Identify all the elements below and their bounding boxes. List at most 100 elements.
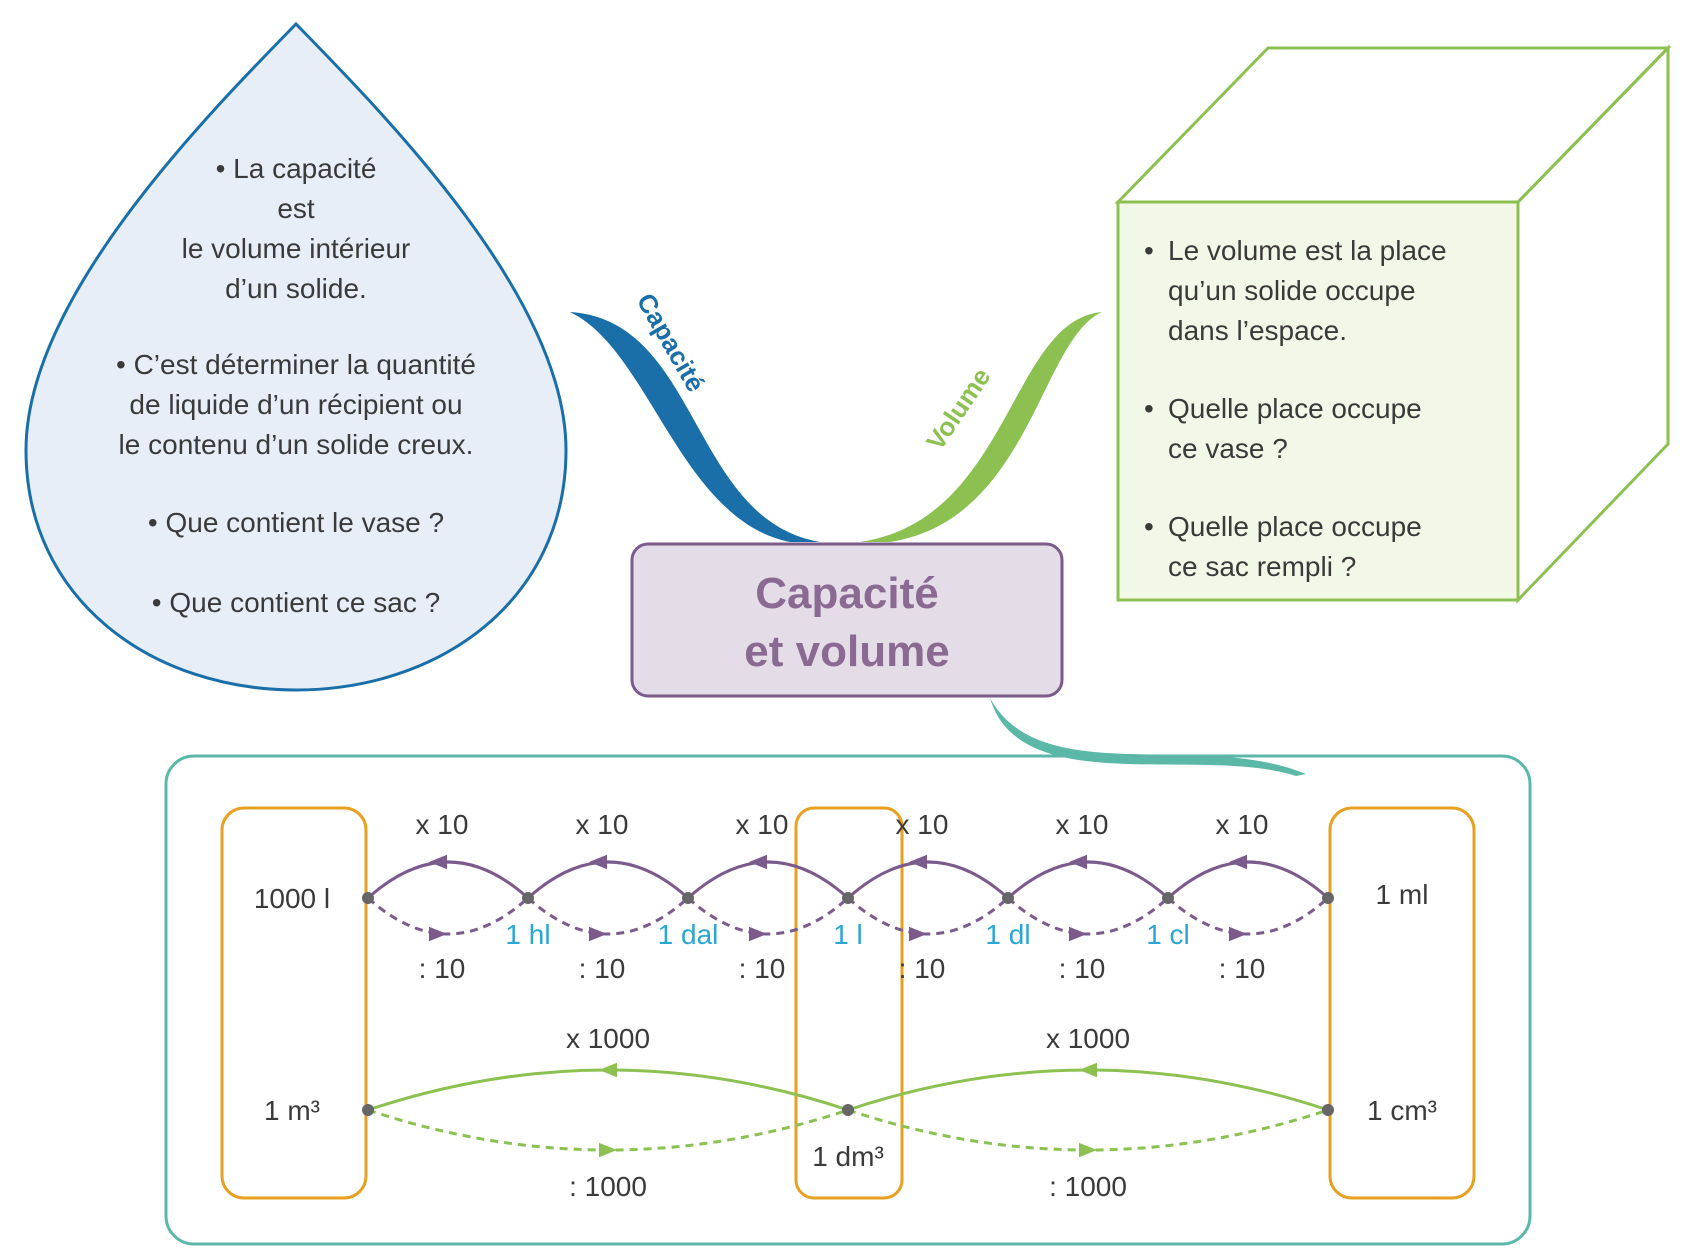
arrow-head [1079, 1142, 1097, 1158]
drop-text-line: • C’est déterminer la quantité [116, 349, 476, 380]
cube-text-line: dans l’espace. [1168, 315, 1347, 346]
node-dot [522, 892, 534, 904]
node-dot [1322, 892, 1334, 904]
unit-label: 1 cm³ [1367, 1095, 1437, 1126]
multiply-label: x 1000 [1046, 1023, 1130, 1054]
unit-label: 1 dm³ [812, 1141, 884, 1172]
divide-label: : 1000 [569, 1171, 647, 1202]
divide-arc [366, 896, 530, 936]
unit-label: 1 l [833, 919, 863, 950]
arrow-head [909, 926, 927, 942]
cube-bullet: • [1144, 393, 1154, 424]
drop-text-line: • Que contient ce sac ? [152, 587, 440, 618]
unit-label: 1 ml [1376, 879, 1429, 910]
divide-arc [847, 1108, 1329, 1152]
cube-text-line: Quelle place occupe [1168, 393, 1422, 424]
node-dot [1162, 892, 1174, 904]
teal-connector [990, 698, 1306, 776]
arrow-head [1229, 926, 1247, 942]
drop-text-line: le volume intérieur [182, 233, 411, 264]
arrow-head [589, 854, 607, 870]
divide-label: : 10 [419, 953, 466, 984]
divide-label: : 10 [579, 953, 626, 984]
multiply-arc [1166, 860, 1330, 900]
arrow-head [599, 1062, 617, 1078]
drop-text-line: • La capacité [216, 153, 377, 184]
divide-arc [367, 1108, 849, 1152]
cube-front-face [1116, 200, 1520, 602]
node-dot [682, 892, 694, 904]
arrow-head [429, 926, 447, 942]
unit-label: 1 cl [1146, 919, 1190, 950]
drop-text-line: d’un solide. [225, 273, 367, 304]
capacity-drop: • La capacité est le volume intérieur d’un … [24, 21, 568, 692]
cube-text-line: Quelle place occupe [1168, 511, 1422, 542]
orange-frame-left [220, 806, 368, 1200]
multiply-arc [847, 1068, 1329, 1112]
divide-arc [1166, 896, 1330, 936]
drop-shape [24, 21, 568, 692]
unit-label: 1 m³ [264, 1095, 320, 1126]
node-dot [362, 892, 374, 904]
orange-frame-right [1328, 806, 1476, 1200]
divide-label: : 10 [1059, 953, 1106, 984]
drop-text-line: le contenu d’un solide creux. [119, 429, 474, 460]
capacity-ribbon: Capacité [570, 288, 820, 542]
multiply-arc [367, 1068, 849, 1112]
center-title-box: Capacité et volume [630, 542, 1064, 698]
divide-label: : 10 [739, 953, 786, 984]
cube-text-line: qu’un solide occupe [1168, 275, 1416, 306]
divide-arc [686, 896, 850, 936]
cube-text-line: ce vase ? [1168, 433, 1288, 464]
orange-frame-middle [794, 806, 904, 1200]
title-line-1: Capacité [755, 569, 938, 618]
arrow-head [1229, 854, 1247, 870]
multiply-label: x 10 [576, 809, 629, 840]
multiply-arc [1006, 860, 1170, 900]
volume-cube: • Le volume est la place qu’un solide occu… [1114, 44, 1672, 604]
unit-label: 1 dl [985, 919, 1030, 950]
node-dot [362, 1104, 374, 1116]
multiply-arc [366, 860, 530, 900]
volume-ribbon: Volume [860, 312, 1102, 542]
multiply-label: x 10 [896, 809, 949, 840]
node-dot [842, 892, 854, 904]
divide-label: : 10 [899, 953, 946, 984]
multiply-label: x 1000 [566, 1023, 650, 1054]
arrow-head [749, 926, 767, 942]
arrow-head [589, 926, 607, 942]
cube-text-line: ce sac rempli ? [1168, 551, 1356, 582]
multiply-label: x 10 [736, 809, 789, 840]
unit-label: 1000 l [254, 883, 330, 914]
divide-label: : 1000 [1049, 1171, 1127, 1202]
unit-label: 1 hl [505, 919, 550, 950]
node-dot [842, 1104, 854, 1116]
volume-ribbon-label: Volume [920, 362, 996, 455]
multiply-label: x 10 [1216, 809, 1269, 840]
divide-arc [526, 896, 690, 936]
title-line-2: et volume [744, 627, 949, 676]
cube-bullet: • [1144, 235, 1154, 266]
conversion-panel: x 10 : 10 x 10 : 10 x 10 : 10 x 10 : 10 x 10 : 10… [164, 754, 1532, 1246]
drop-text-line: de liquide d’un récipient ou [129, 389, 462, 420]
multiply-label: x 10 [1056, 809, 1109, 840]
drop-text-line: est [277, 193, 315, 224]
divide-label: : 10 [1219, 953, 1266, 984]
divide-arc [1006, 896, 1170, 936]
multiply-arc [686, 860, 850, 900]
multiply-arc [846, 860, 1010, 900]
multiply-label: x 10 [416, 809, 469, 840]
arrow-head [909, 854, 927, 870]
drop-text-line: • Que contient le vase ? [148, 507, 444, 538]
unit-label: 1 dal [658, 919, 719, 950]
cube-top-face [1114, 46, 1672, 204]
divide-arc [846, 896, 1010, 936]
arrow-head [1069, 926, 1087, 942]
node-dot [1002, 892, 1014, 904]
cube-side-face [1516, 44, 1670, 604]
arrow-head [1069, 854, 1087, 870]
arrow-head [1079, 1062, 1097, 1078]
cube-bullet: • [1144, 511, 1154, 542]
cube-text-line: Le volume est la place [1168, 235, 1447, 266]
arrow-head [429, 854, 447, 870]
